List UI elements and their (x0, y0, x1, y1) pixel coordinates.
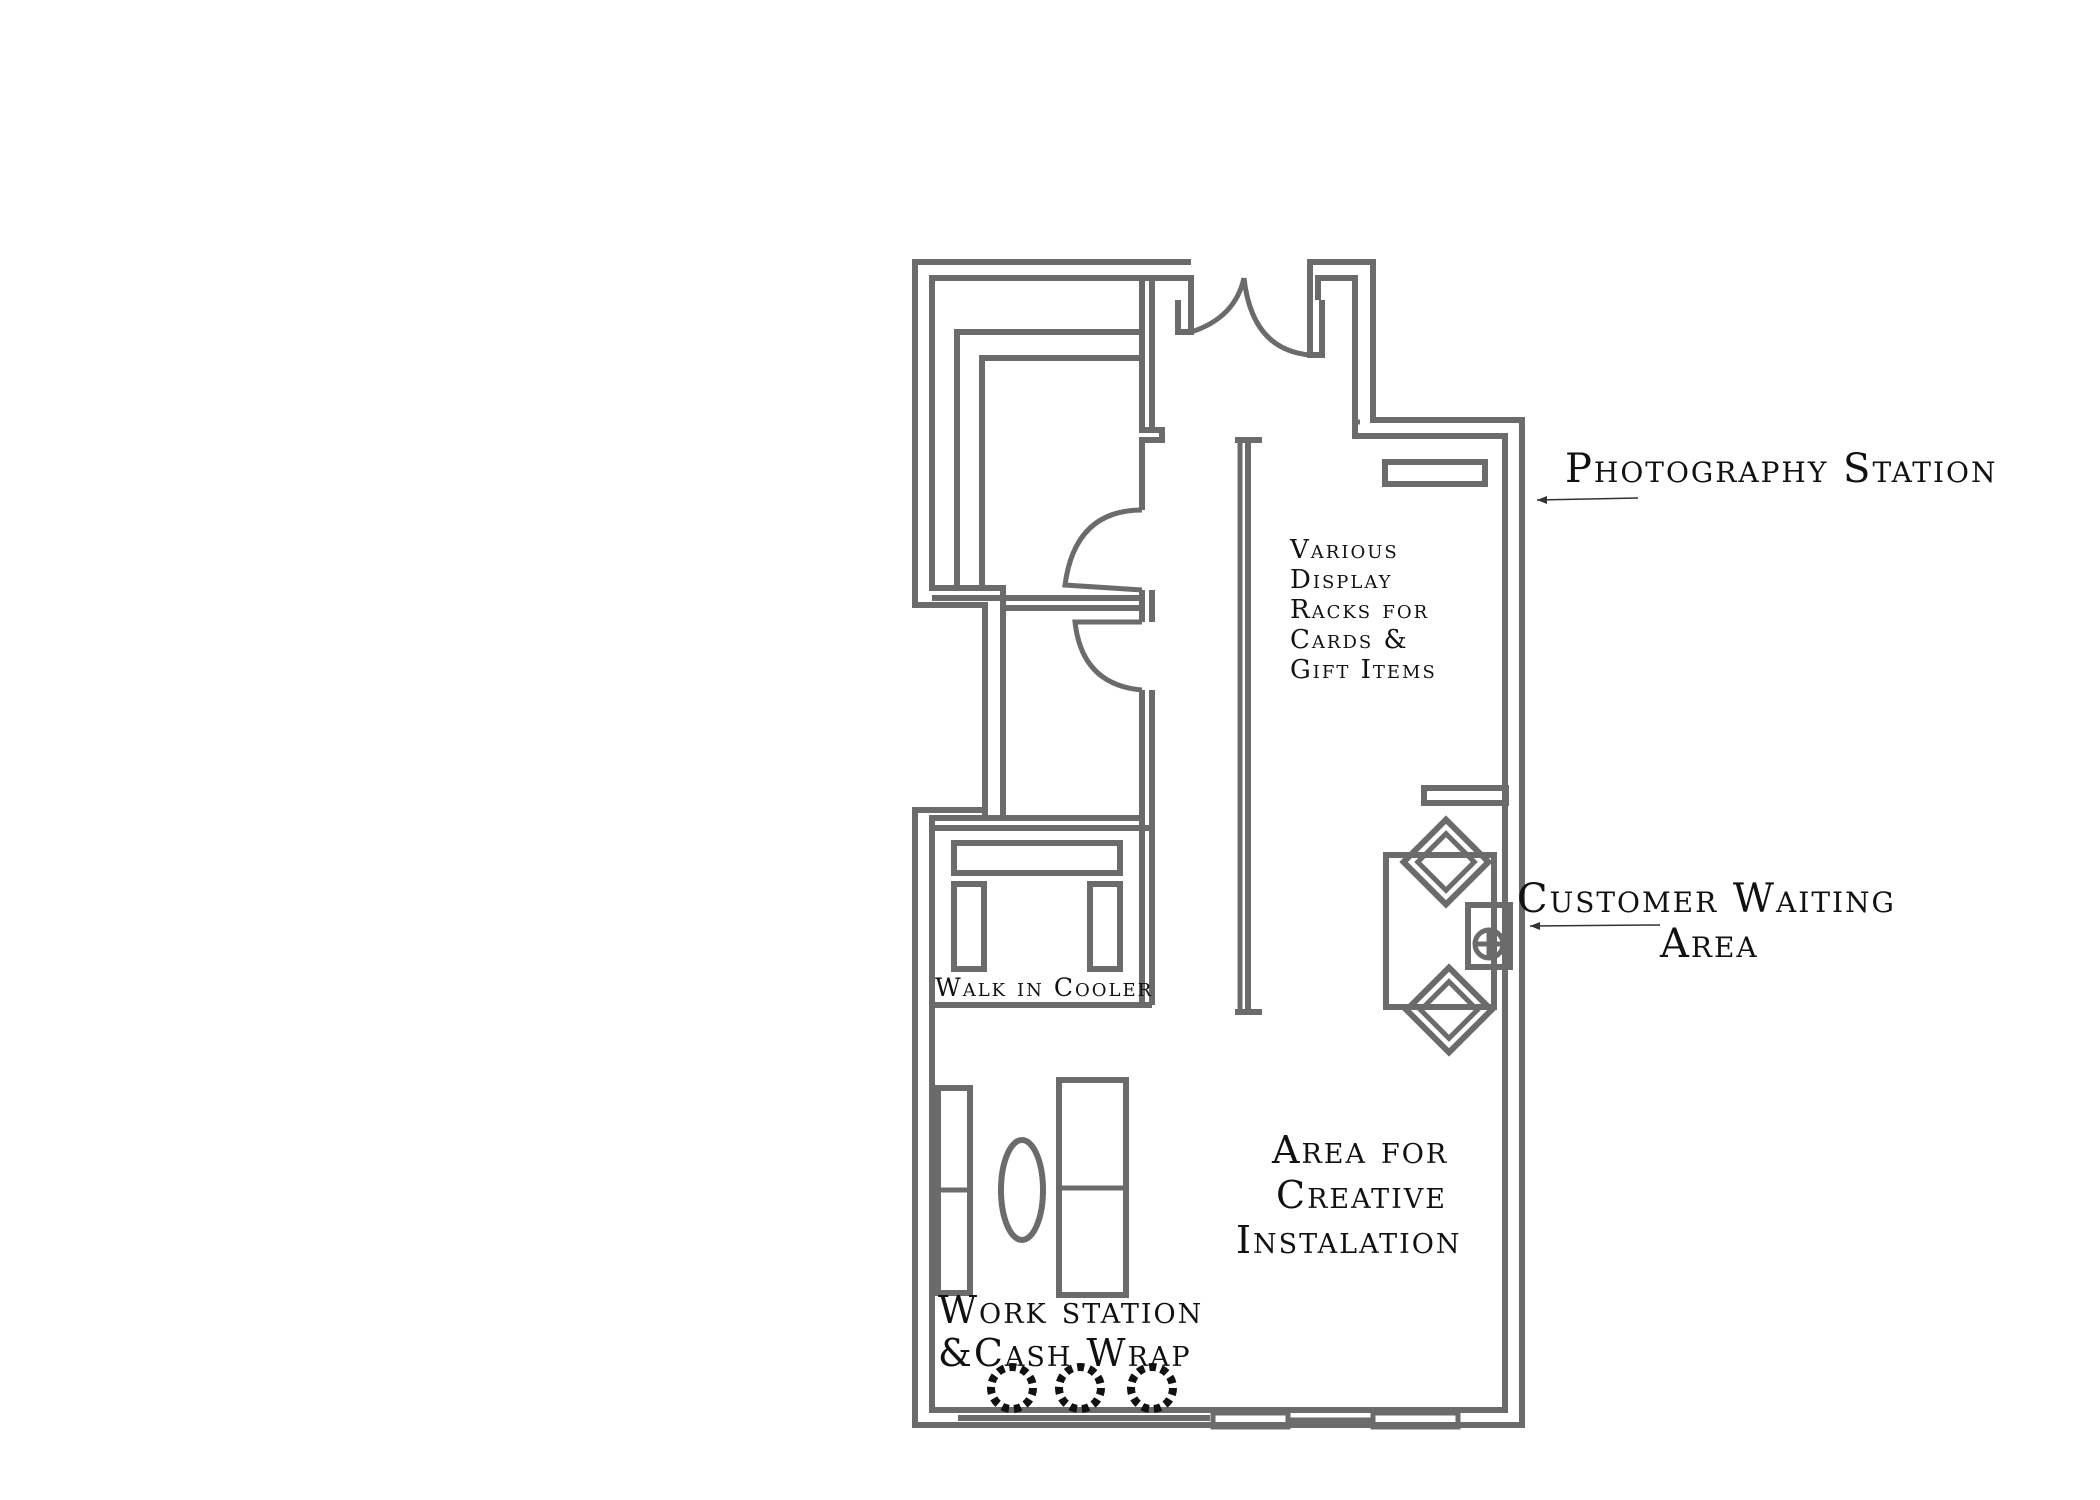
plant-icon (1055, 1363, 1105, 1413)
label-creative-area: Area for Creative Instalation (1236, 1128, 1462, 1262)
svg-text:Various: Various (1289, 535, 1399, 565)
svg-text:Cards &: Cards & (1290, 625, 1409, 655)
leader-lines (1529, 496, 1661, 930)
label-work-station: Work station &Cash Wrap (938, 1288, 1203, 1375)
side-shelf (1421, 785, 1509, 806)
label-photography-station: Photography Station (1565, 446, 1997, 492)
plant-icon (987, 1363, 1037, 1413)
plants (987, 1363, 1177, 1413)
svg-text:Gift Items: Gift Items (1290, 655, 1437, 685)
label-walk-in-cooler: Walk in Cooler (935, 973, 1153, 1002)
work-station-furniture (935, 1077, 1129, 1298)
outer-walls (912, 259, 1525, 1428)
svg-text:Racks for: Racks for (1290, 595, 1429, 625)
svg-text:Area: Area (1659, 921, 1759, 967)
storefront-windows (958, 1410, 1461, 1430)
label-display-racks: Various Display Racks for Cards & Gift I… (1289, 535, 1437, 685)
plant-icon (1127, 1363, 1177, 1413)
interior-doors (1062, 507, 1143, 693)
svg-text:Creative: Creative (1276, 1173, 1447, 1217)
svg-text:Display: Display (1290, 565, 1393, 595)
svg-text:Area for: Area for (1271, 1128, 1448, 1172)
entrance-door (1190, 277, 1311, 358)
cooler-shelving (951, 840, 1123, 972)
svg-text:Work station: Work station (938, 1288, 1203, 1332)
display-rack (1235, 437, 1262, 1015)
photography-shelf (1382, 459, 1488, 487)
svg-text:Instalation: Instalation (1236, 1218, 1462, 1262)
label-customer-waiting: Customer Waiting Area (1517, 876, 1896, 967)
partition-walls (932, 278, 1165, 1008)
waiting-area-furniture (1383, 815, 1513, 1057)
svg-text:&Cash Wrap: &Cash Wrap (938, 1331, 1192, 1375)
svg-text:Customer Waiting: Customer Waiting (1517, 876, 1896, 922)
